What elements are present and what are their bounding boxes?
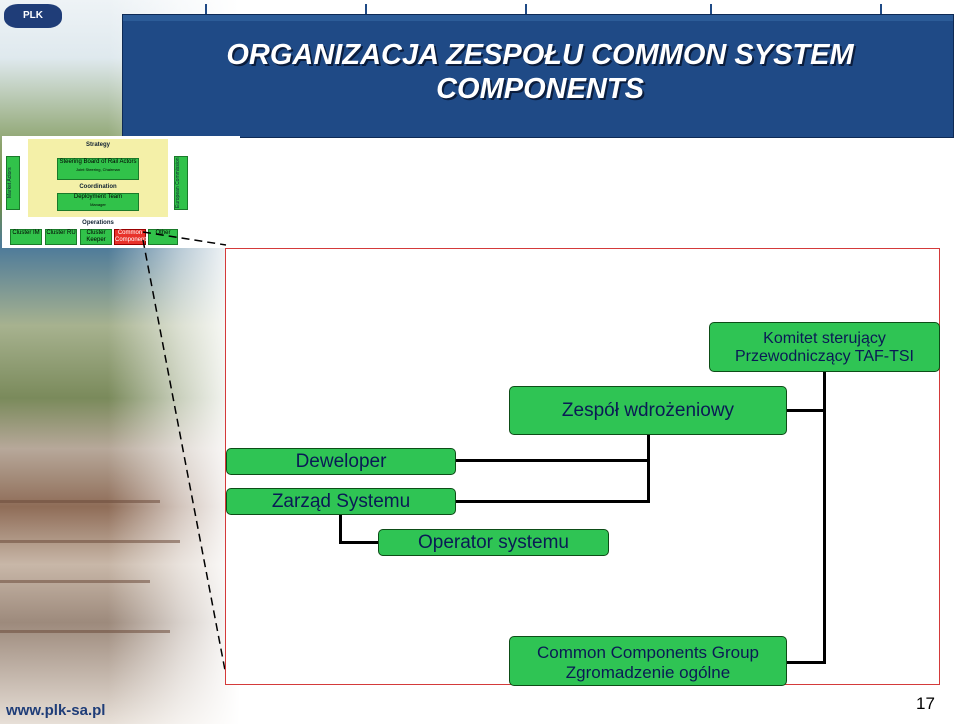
zoom-line-bottom [142,239,229,687]
implementation-team-box: Zespół wdrożeniowy [509,386,787,435]
banner-tick [205,4,207,14]
thumb-cluster: Cluster Keeper [80,229,112,245]
developer-label: Deweloper [295,451,387,472]
thumb-strategy-label: Strategy [85,142,110,148]
thumb-steering-sub: Joint Steering, Chairman [75,167,121,172]
steering-committee-chair: Przewodniczący TAF-TSI [734,348,914,365]
thumb-operations-label: Operations [82,220,114,226]
thumb-deployment-title: Deployment Team [73,194,123,200]
steering-committee-label: Komitet sterujący [763,330,886,347]
thumb-deployment-team: Deployment Team Manager [57,193,139,211]
org-chart-thumbnail: Strategy Steering Board of Rail Actors J… [2,136,240,248]
developer-box: Deweloper [226,448,456,475]
banner-tick [710,4,712,14]
thumb-cluster: Cluster RU [45,229,77,245]
system-operator-label: Operator systemu [418,532,569,553]
implementation-team-label: Zespół wdrożeniowy [561,400,735,421]
rail-line [0,500,160,503]
ccg-assembly: Zgromadzenie ogólne [565,663,731,682]
rail-line [0,580,150,583]
thumb-deployment-sub: Manager [90,202,106,207]
steering-committee-box: Komitet sterujący Przewodniczący TAF-TSI [709,322,940,372]
page-title: ORGANIZACJA ZESPOŁU COMMON SYSTEM COMPON… [140,38,940,106]
rail-line [0,630,170,633]
system-management-box: Zarząd Systemu [226,488,456,515]
plk-logo: PLK [4,4,62,28]
thumb-cluster-common: Common Components [114,229,150,245]
connector [786,409,825,412]
title-line-2: COMPONENTS [436,73,644,105]
connector [454,500,650,503]
connector [647,434,650,503]
connector [339,541,381,544]
thumb-steering-title: Steering Board of Rail Actors [59,159,137,165]
banner-tick [880,4,882,14]
title-line-1: ORGANIZACJA ZESPOŁU COMMON SYSTEM [226,39,854,71]
page-number: 17 [916,694,935,713]
connector [786,661,826,664]
zoom-line-top [142,231,227,246]
thumb-cluster: Cluster IM [10,229,42,245]
common-components-group-box: Common Components Group Zgromadzenie ogó… [509,636,787,686]
connector [823,372,826,664]
connector [339,514,342,544]
system-management-label: Zarząd Systemu [271,491,411,512]
banner-tick [525,4,527,14]
title-banner [122,14,954,138]
system-operator-box: Operator systemu [378,529,609,556]
thumb-cluster: Other [148,229,178,245]
connector [454,459,650,462]
ccg-label: Common Components Group [536,643,760,662]
website-link[interactable]: www.plk-sa.pl [6,702,106,719]
thumb-coordination-label: Coordination [79,184,117,190]
rail-line [0,540,180,543]
thumb-steering-board: Steering Board of Rail Actors Joint Stee… [57,158,139,180]
banner-tick [365,4,367,14]
